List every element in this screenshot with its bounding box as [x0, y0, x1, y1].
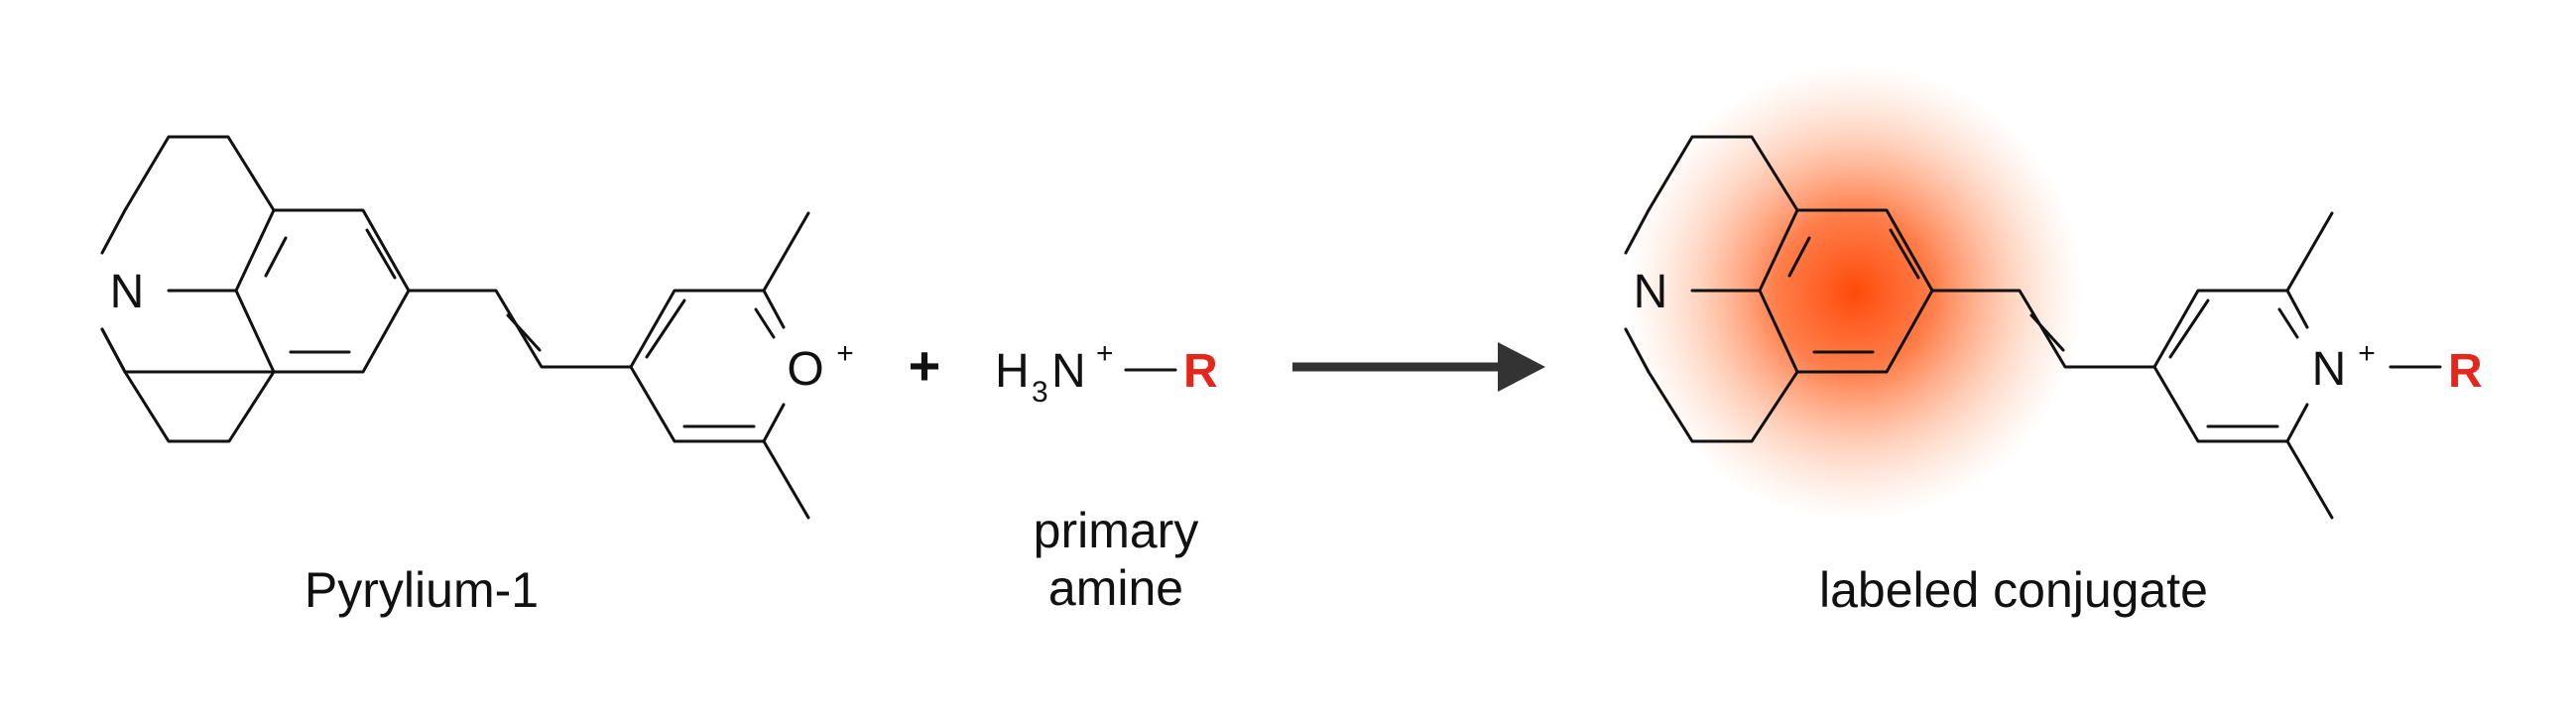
amine-subscript: 3	[1032, 376, 1048, 409]
pyridinium-charge-label: +	[2358, 337, 2376, 370]
amine-h-label: H	[995, 345, 1030, 398]
amine-structure: H 3 N + R	[995, 337, 1218, 409]
pyridinium-nitrogen-label: N	[2312, 343, 2347, 396]
labeled-conjugate-structure: N N + R	[1624, 135, 2483, 520]
fluorescence-glow	[1627, 64, 2083, 521]
reaction-arrow	[1292, 342, 1545, 392]
product-nitrogen-atom-label: N	[1634, 266, 1668, 318]
pyrylium-1-structure: N O +	[100, 135, 854, 520]
reactant-name: Pyrylium-1	[305, 562, 539, 618]
amine-caption-line1: primary	[1034, 503, 1199, 558]
plus-sign: +	[909, 334, 941, 397]
product-name: labeled conjugate	[1819, 562, 2208, 618]
amine-n-label: N	[1051, 345, 1086, 398]
nitrogen-atom-label: N	[110, 266, 145, 318]
amine-caption-line2: amine	[1048, 560, 1183, 616]
amine-r-group: R	[1183, 345, 1218, 398]
product-r-group: R	[2448, 345, 2483, 398]
amine-charge-label: +	[1096, 337, 1114, 370]
oxygen-atom-label: O	[787, 343, 823, 396]
oxygen-charge-label: +	[836, 337, 854, 370]
